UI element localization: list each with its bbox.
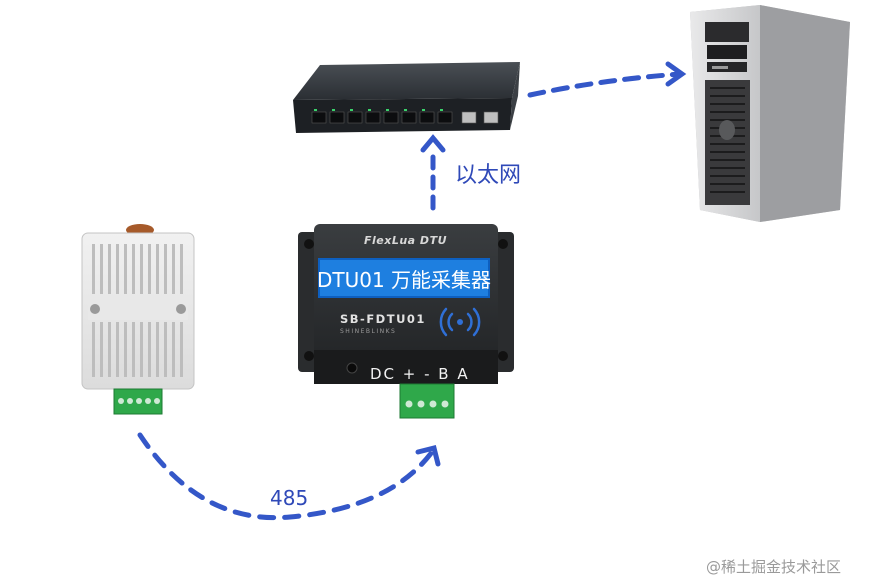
rs485-link-arrow: [137, 432, 441, 521]
ethernet-label: 以太网: [455, 163, 522, 188]
dtu-series-label: FlexLua DTU: [364, 234, 447, 247]
server-link-arrow: [527, 61, 687, 98]
network-switch-icon: [293, 62, 520, 133]
dtu-model-label: SB-FDTU01: [340, 312, 426, 326]
dtu-banner: DTU01 万能采集器: [317, 258, 491, 298]
sensor-enclosure-icon: [81, 224, 195, 415]
ethernet-link-arrow: [420, 134, 446, 211]
watermark: @稀土掘金技术社区: [706, 558, 842, 576]
server-tower-icon: [690, 5, 850, 222]
dtu-port-labels: DC + - B A: [370, 365, 470, 383]
dtu-brand-label: SHINEBLINKS: [340, 328, 397, 335]
rs485-label: 485: [270, 486, 309, 510]
wifi-signal-icon: [439, 307, 481, 337]
